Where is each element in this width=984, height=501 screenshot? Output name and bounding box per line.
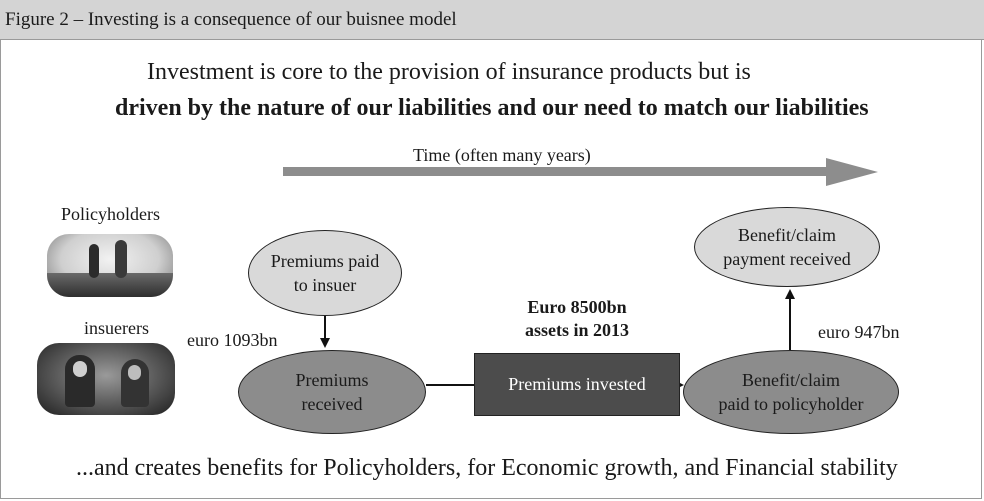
time-arrow-head (826, 158, 878, 186)
node-benefit-paid: Benefit/claim paid to policyholder (683, 350, 899, 434)
time-arrow (283, 167, 831, 176)
insurers-photo (37, 343, 175, 415)
node-premiums-received: Premiums received (238, 350, 426, 434)
intro-text: Investment is core to the provision of i… (147, 59, 751, 85)
time-label: Time (often many years) (413, 145, 591, 165)
footer-text: ...and creates benefits for Policyholder… (76, 455, 898, 481)
node-premiums-invested: Premiums invested (474, 353, 680, 416)
premiums-amount: euro 1093bn (187, 330, 278, 350)
node-benefit-received: Benefit/claim payment received (694, 207, 880, 287)
node-premiums-paid: Premiums paid to insuer (248, 230, 402, 316)
benefits-amount: euro 947bn (818, 322, 900, 342)
policyholders-photo (47, 234, 173, 297)
insurers-label: insuerers (84, 318, 149, 338)
figure-header: Figure 2 – Investing is a consequence of… (0, 0, 984, 40)
policyholders-label: Policyholders (61, 204, 160, 224)
assets-amount: Euro 8500bn assets in 2013 (524, 297, 629, 340)
figure-title: Figure 2 – Investing is a consequence of… (5, 9, 457, 30)
intro-bold-text: driven by the nature of our liabilities … (115, 95, 869, 121)
